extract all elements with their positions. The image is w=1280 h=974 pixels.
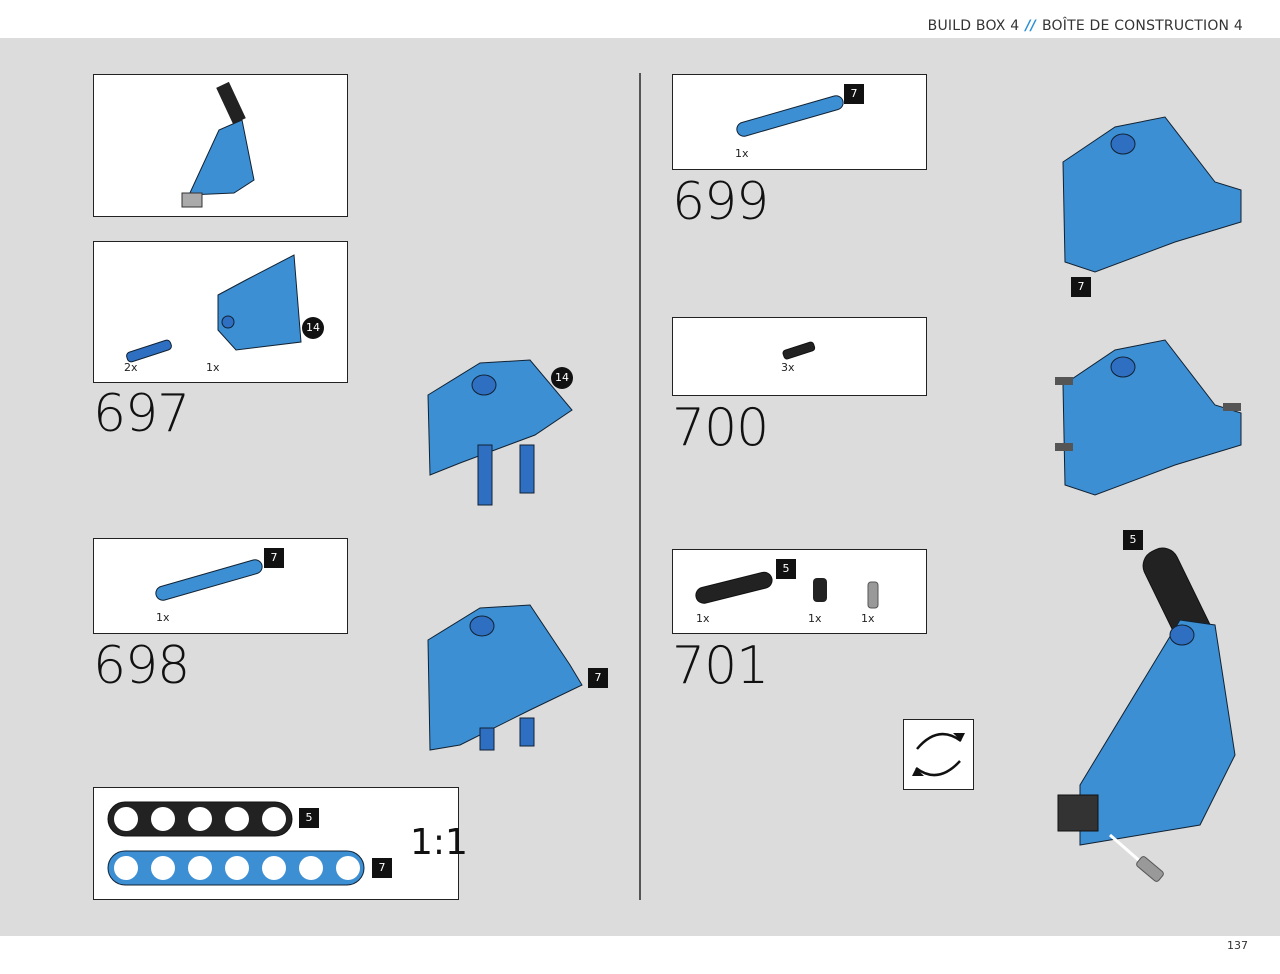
step-701-assembly-illustration: [1057, 547, 1236, 882]
step-697-number: 697: [93, 384, 190, 444]
step-697-qty-1: 2x: [124, 361, 138, 374]
page-number: 137: [1227, 939, 1248, 952]
step-698-parts-box: 1x 7: [93, 538, 348, 634]
black-connector-icon: [813, 578, 827, 602]
step-698-callout: 7: [264, 548, 284, 568]
header-left: BUILD BOX 4: [927, 18, 1020, 34]
subassembly-illustration: [181, 81, 255, 208]
step-699-qty-1: 1x: [735, 147, 749, 160]
blue-beam-7-icon: [155, 559, 263, 601]
step-699-assembly-illustration: [1062, 116, 1242, 273]
top-bar: [0, 0, 1280, 38]
step-701-assembly-callout: 5: [1123, 530, 1143, 550]
scale-ruler-box: 5 7 1:1: [93, 787, 468, 900]
black-axle-pin-icon: [782, 341, 816, 360]
rotate-model-box: [903, 719, 974, 790]
step-700-assembly-illustration: [1055, 339, 1242, 496]
rotate-icon: [912, 732, 965, 777]
step-698-assembly-callout: 7: [588, 668, 608, 688]
step-700-parts-box: 3x: [672, 317, 927, 396]
step-697-qty-2: 1x: [206, 361, 220, 374]
header-right: BOÎTE DE CONSTRUCTION 4: [1041, 18, 1243, 34]
step-701-qty-1: 1x: [696, 612, 710, 625]
step-701-qty-2: 1x: [808, 612, 822, 625]
step-697-callout: 14: [302, 317, 324, 339]
blue-pin-icon: [126, 339, 172, 363]
step-698-number: 698: [93, 636, 190, 696]
step-700-qty-1: 3x: [781, 361, 795, 374]
step-699-parts-box: 1x 7: [672, 74, 927, 170]
page-header: BUILD BOX 4 // BOÎTE DE CONSTRUCTION 4: [928, 18, 1243, 34]
step-697-assembly-illustration: [427, 359, 573, 506]
blue-beam-ruler: [107, 850, 365, 886]
grey-pin-icon: [867, 581, 879, 609]
black-beam-ruler: [107, 801, 293, 837]
step-701-qty-3: 1x: [861, 612, 875, 625]
ruler-blue-length: 7: [372, 858, 392, 878]
step-701-parts-box: 1x 1x 1x 5: [672, 549, 927, 634]
step-698-assembly-illustration: [427, 604, 583, 751]
step-699-number: 699: [672, 172, 769, 232]
ruler-black-length: 5: [299, 808, 319, 828]
step-697-assembly-callout: 14: [551, 367, 573, 389]
header-separator: //: [1025, 18, 1036, 34]
subassembly-preview-box: [93, 74, 348, 217]
step-701-callout: 5: [776, 559, 796, 579]
step-697-parts-box: 2x 1x 14: [93, 241, 348, 383]
blue-beam-7-icon: [736, 95, 844, 137]
blue-panel-part-icon: [217, 254, 302, 351]
black-beam-5-icon: [695, 571, 773, 604]
step-699-assembly-callout: 7: [1071, 277, 1091, 297]
step-701-number: 701: [672, 636, 769, 696]
step-700-number: 700: [672, 398, 769, 458]
footer-bar: [0, 936, 1280, 974]
step-699-callout: 7: [844, 84, 864, 104]
step-698-qty-1: 1x: [156, 611, 170, 624]
scale-label: 1:1: [410, 822, 468, 863]
column-divider: [639, 73, 641, 900]
